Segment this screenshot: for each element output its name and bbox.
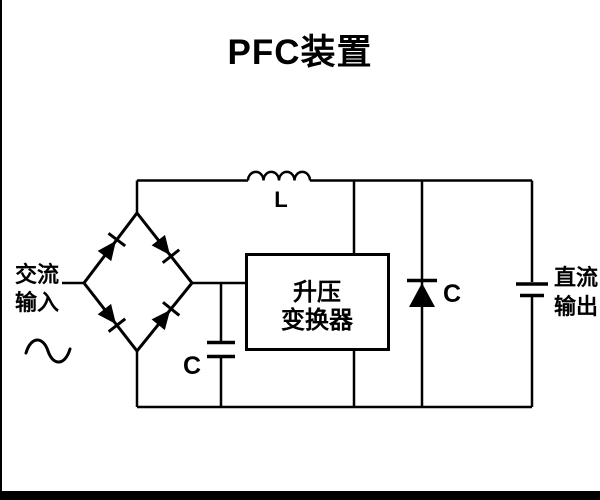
bridge-diamond (82, 210, 194, 354)
ac-input: 交流 输入 (15, 262, 72, 364)
bottom-border-bar (0, 491, 600, 500)
inductor-symbol: L (246, 170, 312, 212)
boost-converter-label-line2: 变换器 (281, 306, 354, 334)
left-border-line (0, 0, 2, 500)
dc-output-label-line2: 输出 (554, 294, 598, 319)
boost-converter-box: 升压 变换器 (245, 253, 390, 351)
diagram-title: PFC装置 (227, 33, 373, 72)
switch-diode-symbol: C (407, 278, 461, 308)
diode-symbol-top-left (97, 232, 127, 262)
dc-output-label-line1: 直流 (554, 265, 598, 290)
sine-wave-icon (24, 338, 72, 364)
bridge-capacitor-label: C (183, 352, 201, 380)
ac-input-label-line2: 输入 (15, 290, 59, 315)
switch-diode-label: C (443, 280, 461, 308)
bridge-rectifier (82, 210, 194, 354)
ac-input-label-line1: 交流 (15, 262, 59, 287)
bridge-capacitor-symbol: C (183, 340, 235, 380)
boost-converter-label-line1: 升压 (293, 279, 341, 306)
diode-symbol-top-right (151, 234, 181, 264)
output-capacitor-symbol (516, 282, 548, 298)
diode-symbol-bottom-left (97, 303, 127, 333)
inductor-label: L (274, 187, 287, 212)
dc-output: 直流 输出 (554, 265, 598, 319)
inductor-coils (246, 170, 312, 181)
diode-symbol-bottom-right (151, 301, 181, 331)
